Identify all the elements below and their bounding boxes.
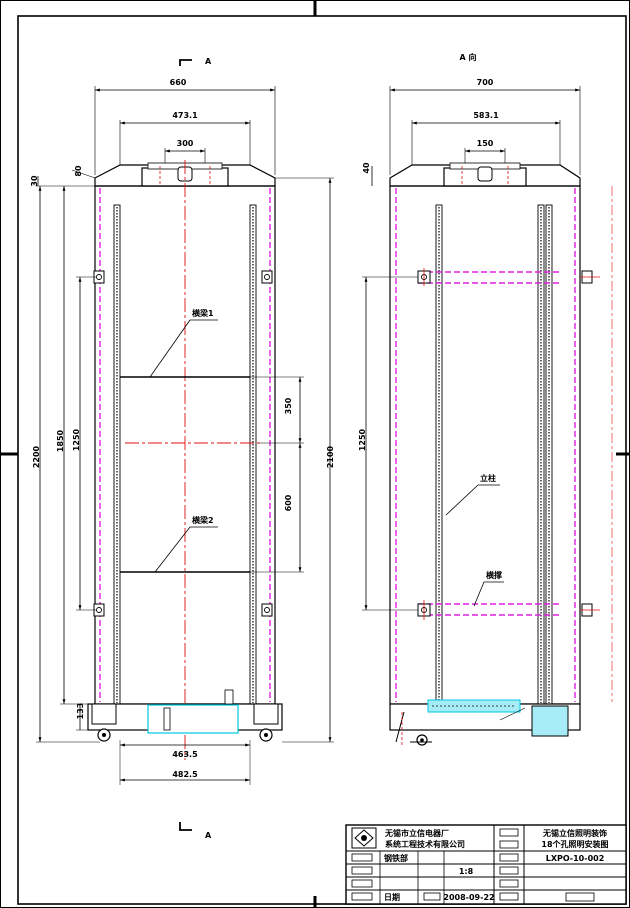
side-dim-top-small: 150: [477, 139, 494, 148]
dim-overall-width: 660: [170, 78, 187, 87]
scale: 1:8: [459, 867, 474, 876]
drawing-title-2: 18个孔照明安装图: [541, 839, 608, 849]
front-bracket-tr: [261, 270, 273, 284]
label-beam-1: 横梁1: [192, 308, 214, 318]
reviewer: 日期: [384, 892, 400, 902]
dim-bottom-inner: 463.5: [172, 750, 198, 759]
section-marker-bottom: [179, 822, 192, 831]
side-dim-height-mid: 1250: [358, 428, 367, 451]
dim-height-total: 2200: [32, 445, 41, 468]
sheet-frame: [17, 15, 627, 905]
side-bracket-tr: [580, 270, 600, 284]
drawing-title-1: 无锡立信照明装饰: [542, 828, 607, 838]
title-block: 无锡市立信电器厂 系统工程技术有限公司 无锡立信照明装饰 18个孔照明安装图 钢…: [345, 824, 627, 905]
company-name-line1: 无锡市立信电器厂: [384, 828, 449, 838]
section-label-bottom: A: [205, 831, 212, 840]
side-dim-inner-width: 583.1: [473, 111, 499, 120]
dim-height-inner: 1850: [56, 429, 65, 452]
side-dim-overall-width: 700: [477, 78, 494, 87]
front-bracket-br: [261, 603, 273, 617]
drawing-number: LXPO-10-002: [546, 854, 605, 863]
label-brace: 横撑: [486, 570, 502, 580]
side-view: A 向 700 583.1 150 40: [358, 52, 613, 746]
dim-top-small: 300: [177, 139, 194, 148]
section-marker-top: [179, 59, 192, 66]
company-logo: [351, 827, 377, 849]
dim-top-offset: 80: [74, 165, 83, 177]
dim-height-mid: 1250: [72, 428, 81, 451]
drawing-date: 2008-09-22: [443, 893, 494, 902]
label-beam-2: 横梁2: [192, 515, 214, 525]
front-view: A A 660 473.1 300 30 80: [30, 57, 335, 840]
side-bracket-tl: [417, 268, 431, 286]
side-bracket-br: [580, 603, 600, 617]
dim-lower: 600: [284, 494, 293, 511]
dim-top-height: 30: [30, 175, 39, 187]
company-name-line2: 系统工程技术有限公司: [385, 839, 465, 849]
section-label-top: A: [205, 57, 212, 66]
side-dim-top-height: 40: [362, 162, 371, 174]
front-base-component: [147, 704, 239, 734]
front-wheel-left: [97, 723, 111, 742]
side-view-title: A 向: [460, 52, 477, 62]
dim-base: 133: [76, 703, 85, 720]
front-wheel-right: [259, 723, 273, 742]
side-wheel-left: [395, 711, 432, 746]
dim-right-height: 2100: [326, 445, 335, 468]
designer: 钢铁部: [384, 853, 408, 863]
dim-upper: 350: [284, 397, 293, 414]
label-column: 立柱: [480, 473, 496, 483]
side-base-box: [531, 705, 569, 737]
dim-bottom-outer: 482.5: [172, 770, 198, 779]
dim-inner-width: 473.1: [172, 111, 198, 120]
